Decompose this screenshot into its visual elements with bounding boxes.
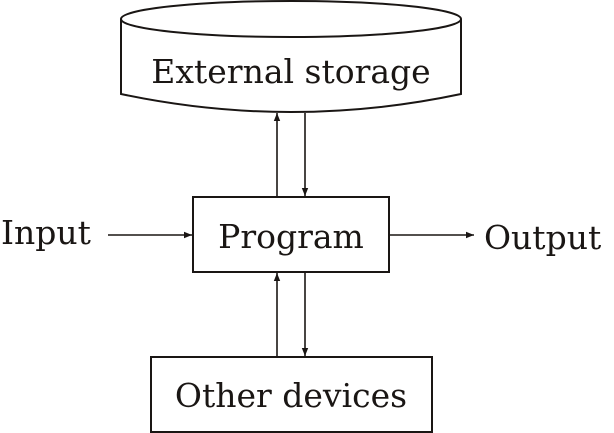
program-label: Program [218, 217, 364, 256]
other-devices-box [150, 356, 433, 433]
cylinder-body [120, 19, 462, 113]
output-label: Output [484, 218, 601, 257]
program-box [192, 196, 390, 273]
cylinder-top [120, 0, 462, 38]
input-label: Input [1, 213, 91, 252]
external-storage-label: External storage [151, 52, 430, 91]
program-node: Program [192, 196, 390, 273]
other-devices-label: Other devices [175, 376, 407, 415]
other-devices-node: Other devices [150, 356, 433, 433]
external-storage-node: External storage [120, 0, 462, 113]
